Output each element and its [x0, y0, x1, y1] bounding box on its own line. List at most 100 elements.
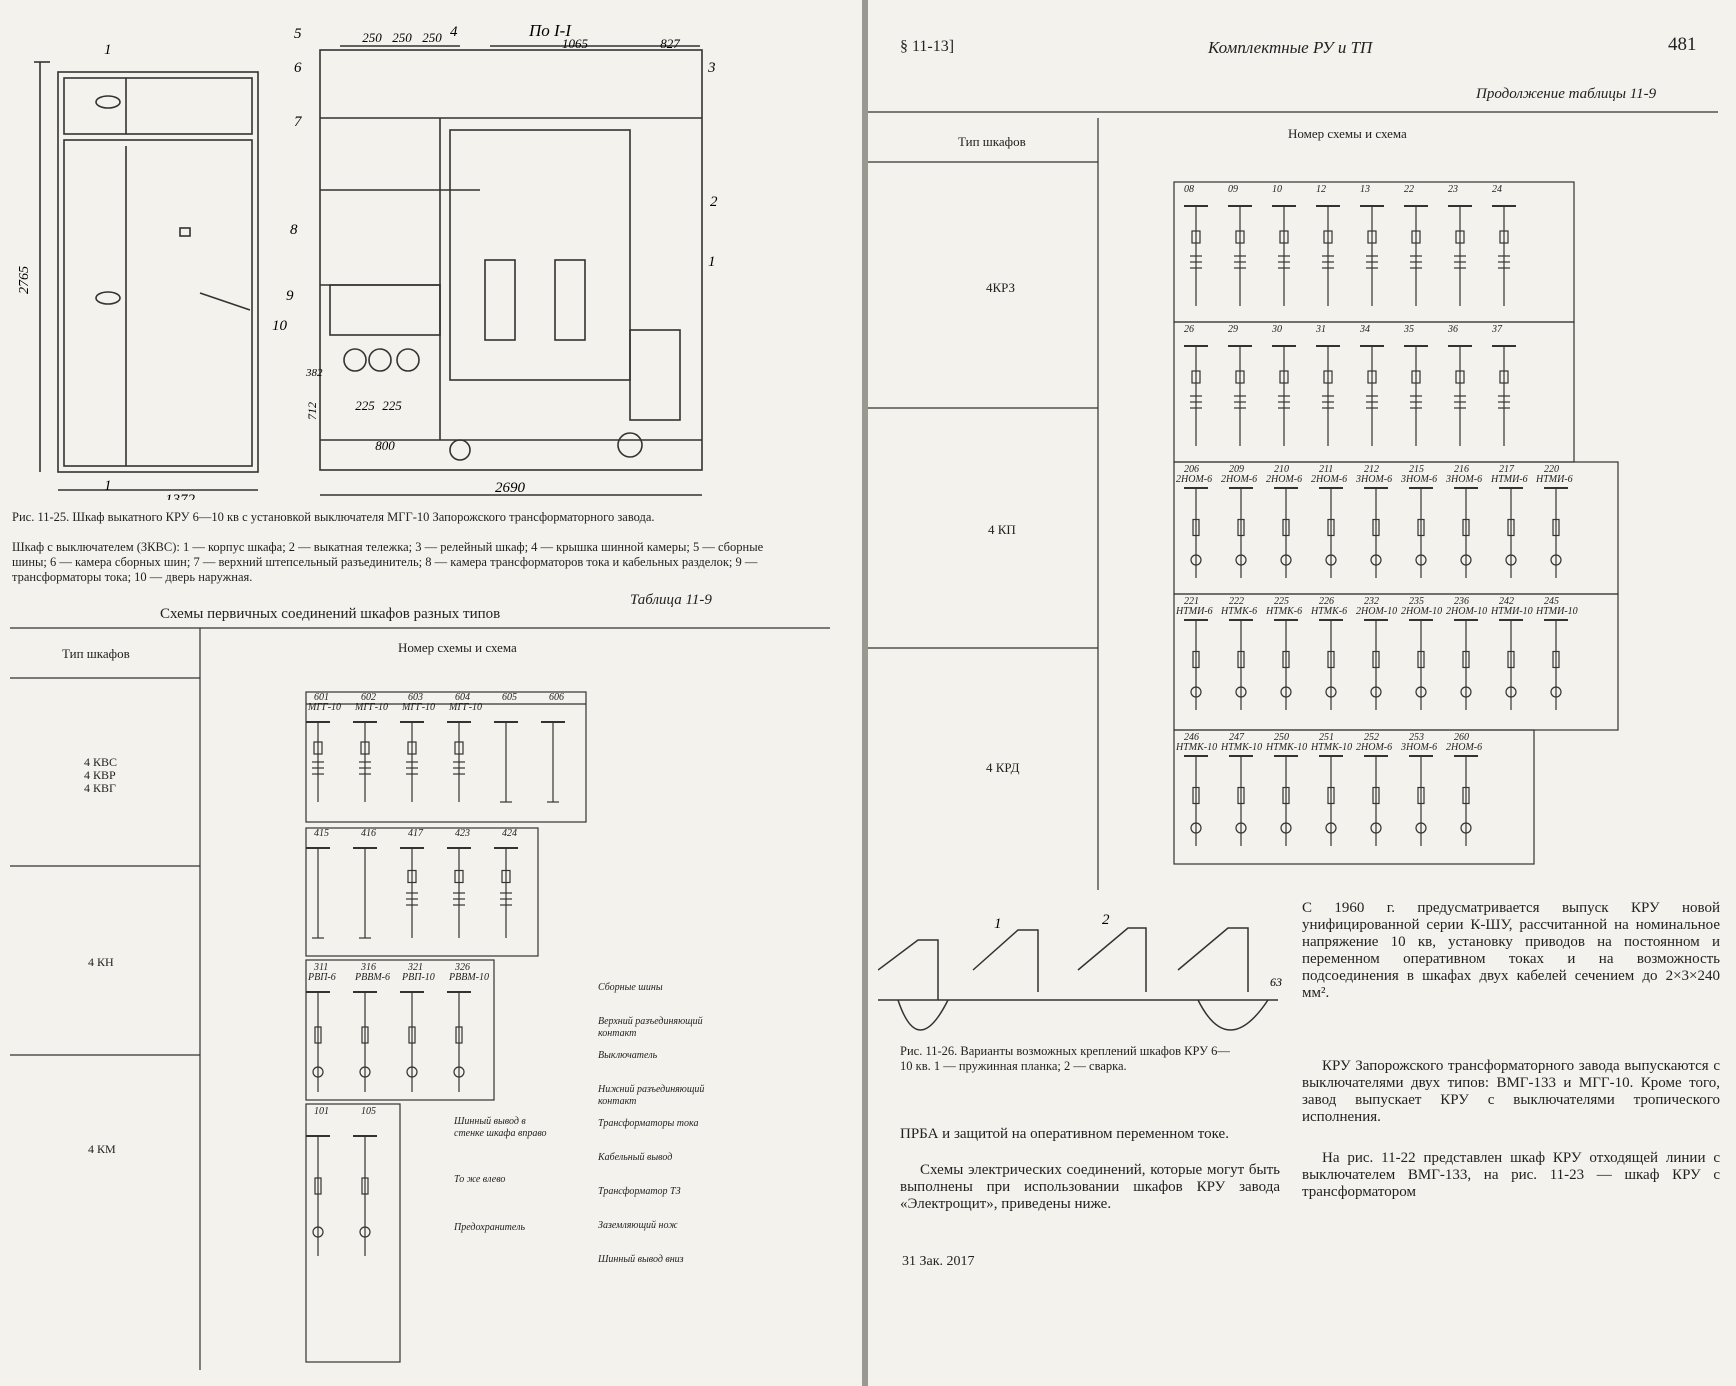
dim-top-1: 250: [362, 30, 382, 45]
dim-height: 2765: [17, 266, 32, 294]
scheme-code: 215: [1409, 464, 1424, 475]
mounting-figure: 1 2 63: [878, 912, 1282, 1031]
scheme-code: 251: [1319, 732, 1334, 743]
book-gutter: [862, 0, 868, 1386]
scheme-code: 221: [1184, 596, 1199, 607]
paragraph-left-2: Схемы электрических соединений, которые …: [900, 1162, 1280, 1212]
scheme-code: 235: [1409, 596, 1424, 607]
scheme-sub: 2НОМ-6: [1221, 474, 1258, 485]
scheme-sub: РВП-10: [402, 972, 435, 983]
scheme-glyph: [1448, 345, 1472, 446]
scheme-glyph: [1272, 205, 1296, 306]
scheme-code: 423: [455, 828, 470, 839]
scheme-code: 606: [549, 692, 564, 703]
scheme-glyph: [1272, 345, 1296, 446]
scheme-code: 22: [1404, 184, 1414, 195]
dim-h-small: 712: [305, 402, 319, 420]
dim-top-4: 1065: [562, 36, 589, 51]
scheme-glyph: [1229, 487, 1253, 578]
scheme-code: 602: [361, 692, 376, 703]
row-type-km: 4 КМ: [88, 1142, 116, 1156]
scheme-glyph: [353, 721, 377, 802]
scheme-code: 415: [314, 828, 329, 839]
scheme-glyph: [306, 721, 330, 802]
scheme-code: 603: [408, 692, 423, 703]
legend-item: Выключатель: [598, 1050, 658, 1061]
scheme-code: 253: [1409, 732, 1424, 743]
scheme-sub: МГГ-10: [355, 702, 389, 713]
scheme-glyph: [1274, 487, 1298, 578]
scheme-glyph: [1184, 205, 1208, 306]
col-type-header: Тип шкафов: [62, 646, 130, 661]
scheme-glyph: [494, 721, 518, 803]
scheme-sub: 2НОМ-10: [1446, 606, 1488, 617]
scheme-sub: 2НОМ-6: [1266, 474, 1303, 485]
fig-label-2: 2: [1102, 912, 1110, 928]
kn-schemes: 415 416 417 423 424: [306, 828, 538, 958]
scheme-glyph: [1364, 755, 1388, 846]
scheme-sub: НТМК-10: [1266, 742, 1308, 753]
scheme-sub: НТМК-10: [1221, 742, 1263, 753]
scheme-code: 222: [1229, 596, 1244, 607]
dim-bottom-b: 225: [382, 398, 402, 413]
scheme-glyph: [353, 847, 377, 939]
fig-label-1: 1: [994, 916, 1002, 932]
scheme-code: 101: [314, 1106, 329, 1117]
scheme-sub: 2НОМ-6: [1311, 474, 1348, 485]
scheme-code: 24: [1492, 184, 1502, 195]
col-schema-header: Номер схемы и схема: [398, 640, 517, 655]
scheme-glyph: [306, 847, 330, 939]
scheme-glyph: [1492, 205, 1516, 306]
callout-7: 7: [294, 114, 303, 130]
legend-item: Заземляющий нож: [598, 1220, 678, 1231]
scheme-code: 601: [314, 692, 329, 703]
scheme-glyph: [400, 991, 424, 1092]
right-schematic-glyphs: [1184, 205, 1568, 846]
dim-total: 2690: [495, 480, 526, 496]
scheme-glyph: [1360, 205, 1384, 306]
scheme-code: 23: [1448, 184, 1458, 195]
scheme-code: 605: [502, 692, 517, 703]
right-table-frame: [868, 111, 1718, 890]
scheme-sub: МГГ-10: [308, 702, 342, 713]
scheme-glyph: [1364, 619, 1388, 710]
scheme-sub: 3НОМ-6: [1401, 474, 1438, 485]
page-footer: 31 Зак. 2017: [902, 1254, 975, 1269]
scheme-code: 34: [1360, 324, 1370, 335]
scheme-glyph: [1319, 487, 1343, 578]
scheme-sub: МГГ-10: [402, 702, 436, 713]
fig-label-63: 63: [1270, 975, 1282, 989]
scheme-code: 236: [1454, 596, 1469, 607]
scheme-code: 37: [1492, 324, 1502, 335]
callout-5: 5: [294, 26, 302, 42]
dim-width: 1372: [165, 492, 196, 500]
scheme-glyph: [1409, 619, 1433, 710]
figure-caption: Рис. 11-25. Шкаф выкатного КРУ 6—10 кв с…: [12, 510, 655, 524]
scheme-code: 311: [314, 962, 329, 973]
scheme-glyph: [1448, 205, 1472, 306]
scheme-code: 417: [408, 828, 423, 839]
scheme-code: 10: [1272, 184, 1282, 195]
legend-item: Предохранитель: [454, 1222, 525, 1233]
scheme-glyph: [400, 721, 424, 802]
scheme-sub: РВВМ-6: [355, 972, 390, 983]
section-mark-bottom: 1: [104, 478, 112, 494]
scheme-glyph: [1184, 487, 1208, 578]
scheme-glyph: [1499, 487, 1523, 578]
legend-item: Кабельный вывод: [598, 1152, 673, 1163]
callout-2: 2: [710, 194, 718, 210]
paragraph-3: На рис. 11-22 представлен шкаф КРУ отход…: [1302, 1150, 1720, 1200]
paragraph-1: С 1960 г. предусматривается выпуск КРУ н…: [1302, 900, 1720, 1001]
table-label: Таблица 11-9: [630, 592, 712, 608]
scheme-glyph: [494, 847, 518, 938]
scheme-code: 31: [1316, 324, 1326, 335]
right-page: § 11-13] Комплектные РУ и ТП 481 Продолж…: [868, 0, 1736, 1386]
scheme-sub: НТМК-10: [1176, 742, 1218, 753]
scheme-glyph: [1184, 755, 1208, 846]
scheme-sub: РВВМ-10: [449, 972, 489, 983]
scheme-sub: НТМИ-10: [1491, 606, 1533, 617]
scheme-sub: НТМК-6: [1266, 606, 1303, 617]
scheme-code: 212: [1364, 464, 1379, 475]
scheme-code: 30: [1272, 324, 1282, 335]
legend-item: Шинный вывод вниз: [598, 1254, 684, 1265]
